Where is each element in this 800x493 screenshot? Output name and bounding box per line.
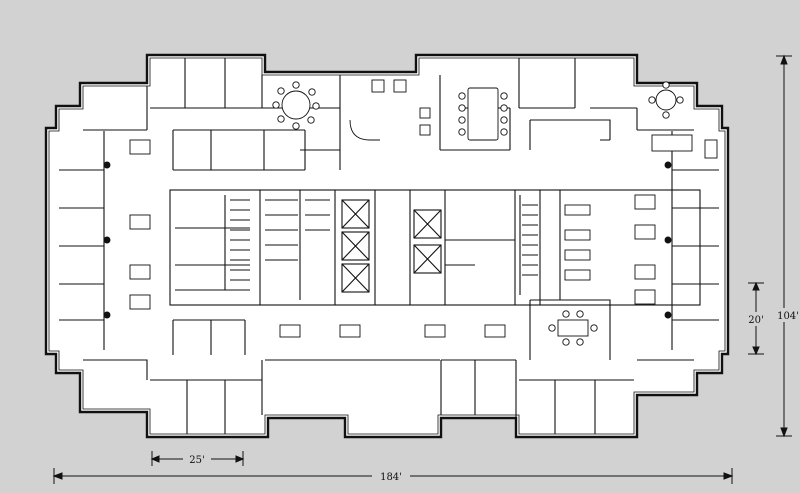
bay-width-label-bg bbox=[183, 452, 211, 466]
inner-outline bbox=[48, 57, 726, 435]
overall-depth-label: 104' bbox=[777, 311, 799, 322]
walls bbox=[59, 58, 719, 434]
bay-width-label: 25' bbox=[189, 455, 204, 466]
overall-width-label: 184' bbox=[380, 472, 402, 483]
bay-depth-label-bg bbox=[744, 312, 768, 326]
width-label-bg bbox=[372, 469, 410, 483]
depth-label-bg bbox=[772, 308, 798, 322]
furniture bbox=[103, 79, 718, 346]
bay-depth-label: 20' bbox=[748, 315, 763, 326]
